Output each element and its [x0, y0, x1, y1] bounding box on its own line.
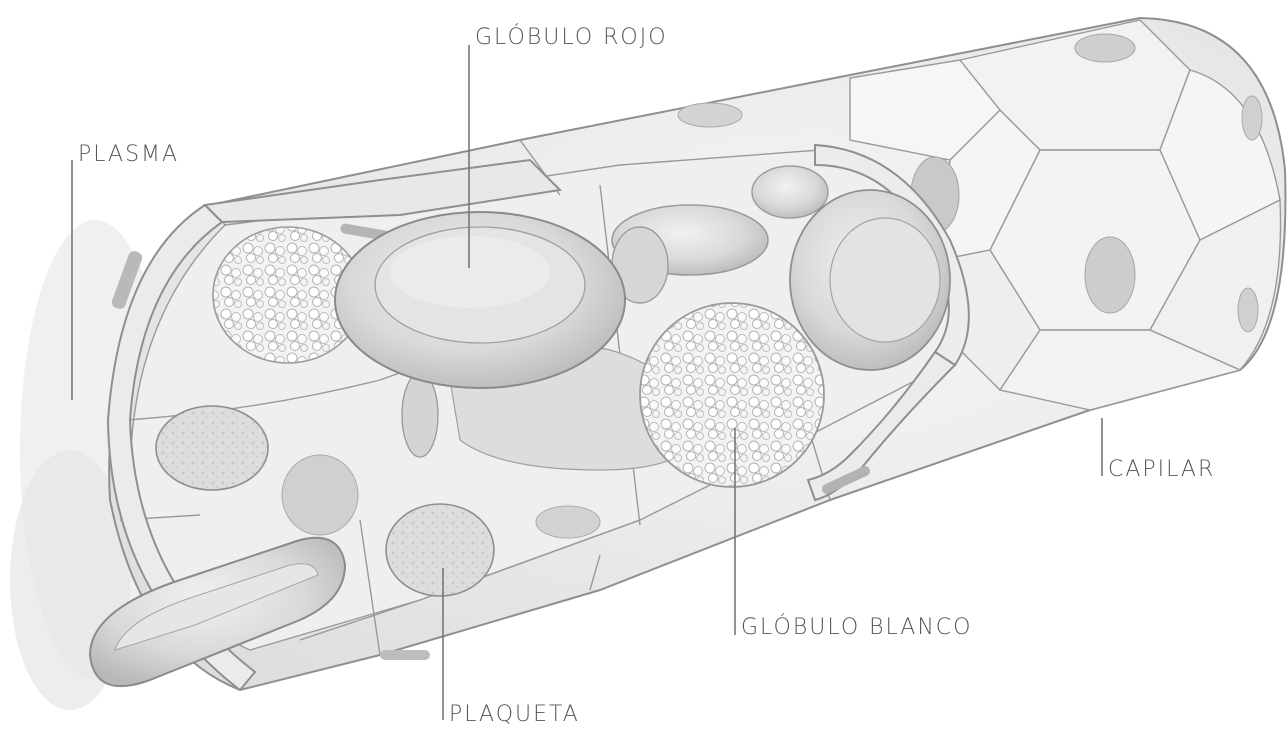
- red-blood-cell-main: [335, 212, 625, 388]
- label-white-blood-cell: GLÓBULO BLANCO: [741, 614, 972, 640]
- label-plasma: PLASMA: [78, 142, 179, 167]
- label-platelet: PLAQUETA: [449, 702, 580, 727]
- label-red-blood-cell: GLÓBULO ROJO: [475, 24, 668, 50]
- label-capillary: CAPILAR: [1108, 457, 1215, 482]
- white-blood-cell-main: [640, 303, 824, 487]
